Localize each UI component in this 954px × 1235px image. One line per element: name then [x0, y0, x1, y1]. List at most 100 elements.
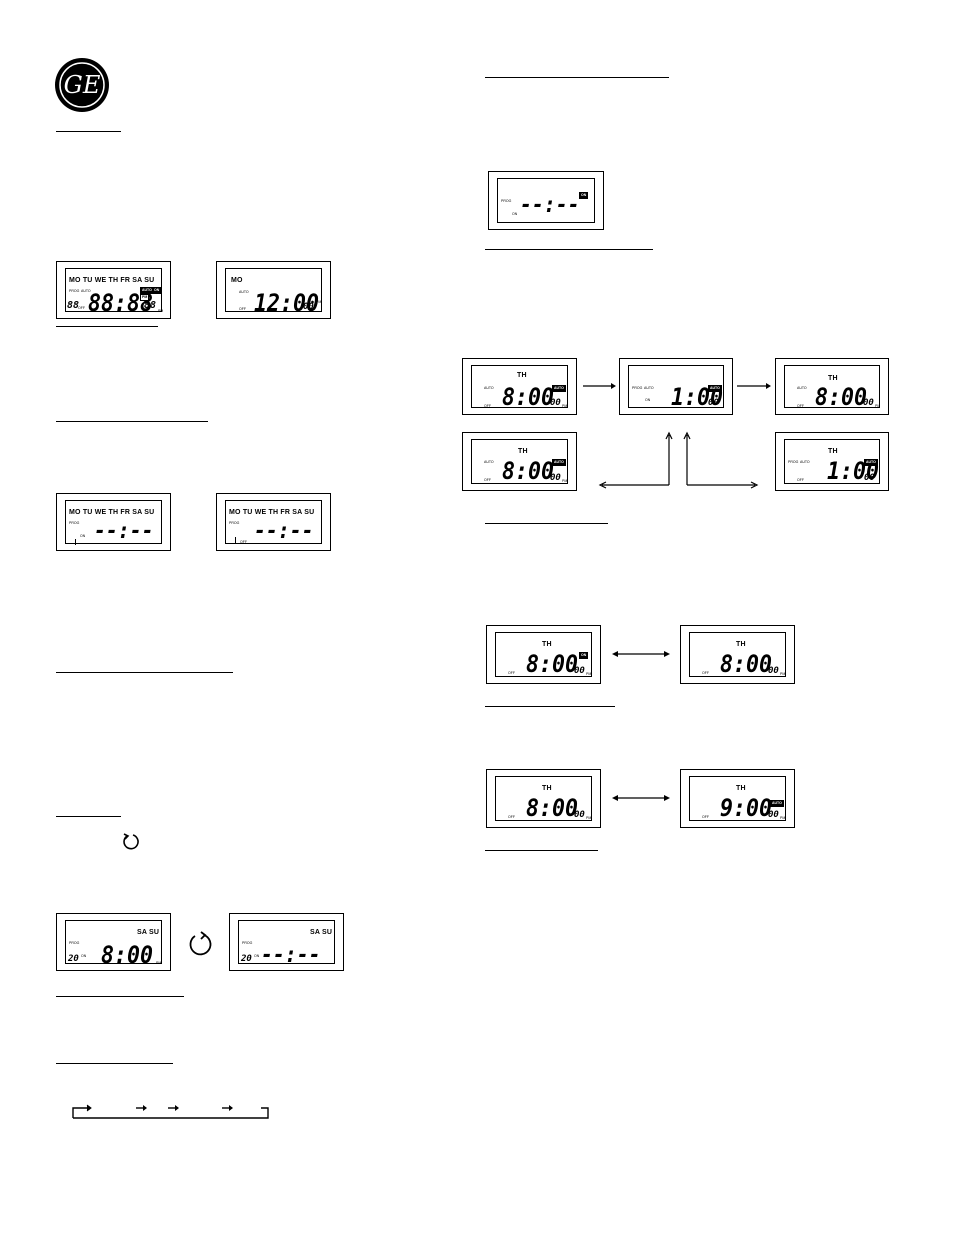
weekday-labels: SA SU [310, 929, 333, 936]
seconds-digits: 00 [708, 398, 719, 408]
clock-digits: --:-- [254, 519, 314, 544]
clock-digits: --:-- [261, 943, 321, 968]
left-digits: 88 [67, 300, 80, 311]
off-label: OFF [508, 671, 515, 675]
day-label: TH [736, 641, 746, 648]
day-label: TH [542, 641, 552, 648]
heading-rule [56, 421, 208, 422]
weekday-labels: MO TU WE TH FR SA SU [69, 277, 155, 284]
pm-tag: PM [140, 294, 150, 301]
prog-label: PROG [69, 289, 80, 293]
weekday-labels: MO TU WE TH FR SA SU [229, 509, 315, 516]
right-digits: 88 [144, 300, 157, 311]
toggle-arrow [612, 795, 670, 801]
seconds-digits: 00 [574, 666, 585, 676]
auto-label: AUTO [81, 289, 91, 293]
heading-rule [485, 77, 669, 78]
off-label: OFF [702, 815, 709, 819]
heading-rule [56, 816, 121, 817]
off-label: OFF [484, 404, 491, 408]
seconds-digits: 00 [550, 398, 561, 408]
lcd-panel-row1-2: PROG AUTO ON 1:00 AUTO 00 [619, 358, 733, 415]
heading-rule [56, 672, 233, 673]
clock-digits: 8:00 [815, 383, 868, 411]
pm-label: PM [780, 672, 786, 676]
prog-label: PROG [501, 199, 512, 203]
day-label: TH [828, 375, 838, 382]
off-label: OFF [239, 307, 246, 311]
lcd-panel-row2-1: TH AUTO OFF 8:00 AUTO 00 PM [462, 432, 577, 491]
day-label: TH [518, 448, 528, 455]
lcd-panel-program-20: SA SU PROG 20 ON 8:00 PM [56, 913, 171, 971]
auto-label: AUTO [484, 460, 494, 464]
clock-digits: 12:00 [254, 289, 320, 317]
lcd-panel-program-on: MO TU WE TH FR SA SU PROG ON --:-- [56, 493, 171, 551]
clock-digits: 8:00 [720, 650, 773, 678]
off-label: OFF [508, 815, 515, 819]
reset-arrow-icon [121, 832, 141, 852]
seconds-digits: 00 [550, 473, 561, 483]
clock-digits: 8:00 [502, 383, 555, 411]
off-label: OFF [797, 478, 804, 482]
clock-digits: 8:00 [502, 457, 555, 485]
pm-label: PM [562, 404, 568, 408]
lcd-panel-row2-2: TH PROG AUTO OFF 1:00 AUTO 00 [775, 432, 889, 491]
off-label: OFF [240, 540, 247, 544]
seconds-digits: 00 [768, 666, 779, 676]
day-label: TH [736, 785, 746, 792]
pm-label: PM [780, 816, 786, 820]
auto-tag: AUTO [770, 800, 784, 807]
heading-rule [56, 996, 184, 997]
day-label: TH [542, 785, 552, 792]
off-label: OFF [702, 671, 709, 675]
clock-digits: 9:00 [720, 794, 773, 822]
lcd-panel-program-20-blank: SA SU PROG 20 ON --:-- [229, 913, 344, 971]
clock-digits: --:-- [94, 519, 154, 544]
flow-arrows [583, 383, 771, 489]
lcd-panel-pair2-2: TH OFF 9:00 AUTO 00 PM [680, 769, 795, 828]
pm-label: PM [586, 672, 592, 676]
lcd-panel-pair2-1: TH OFF 8:00 00 PM [486, 769, 601, 828]
day-label: MO [231, 277, 243, 284]
lcd-panel-row1-3: TH AUTO OFF 8:00 00 PM [775, 358, 889, 415]
seconds-digits: 00 [768, 810, 779, 820]
heading-rule [485, 706, 615, 707]
weekday-labels: MO TU WE TH FR SA SU [69, 509, 155, 516]
on-tag: ON [579, 192, 589, 199]
pm-label: PM [158, 309, 164, 313]
toggle-arrow [612, 651, 670, 657]
program-number: 20 [241, 954, 252, 964]
prog-label: PROG [788, 460, 799, 464]
auto-label: AUTO [644, 386, 654, 390]
auto-label: AUTO [484, 386, 494, 390]
clock-digits: --:-- [520, 193, 580, 218]
lcd-panel-all-segments: MO TU WE TH FR SA SU PROG AUTO OFF 88 88… [56, 261, 171, 319]
prog-label: PROG [632, 386, 643, 390]
auto-label: AUTO [797, 386, 807, 390]
prog-label: PROG [69, 941, 80, 945]
on-label: ON [645, 398, 651, 402]
day-label: TH [517, 372, 527, 379]
svg-text:GE: GE [64, 71, 101, 99]
heading-rule [485, 850, 598, 851]
seconds-digits: 00 [864, 473, 875, 483]
cycle-arrow-diagram [72, 1104, 269, 1119]
heading-rule [56, 326, 158, 327]
seconds-digits: 00 [303, 302, 314, 312]
clock-digits: 8:00 [526, 650, 579, 678]
weekday-labels: SA SU [137, 929, 160, 936]
pm-label: PM [316, 300, 322, 304]
auto-tag: AUTO [552, 385, 566, 392]
segment-mark [75, 539, 76, 545]
pm-label: PM [562, 479, 568, 483]
lcd-panel-pair1-2: TH OFF 8:00 00 PM [680, 625, 795, 684]
on-label: ON [254, 954, 260, 958]
heading-rule [485, 249, 653, 250]
auto-tag: AUTO [864, 459, 878, 466]
lcd-panel-program-on-blank: PROG ON --:-- ON [488, 171, 604, 230]
segment-mark [235, 537, 236, 544]
off-label: OFF [484, 478, 491, 482]
clock-digits: 8:00 [101, 941, 154, 969]
seconds-digits: 00 [574, 810, 585, 820]
lcd-panel-pair1-1: TH OFF 8:00 ON 00 PM [486, 625, 601, 684]
